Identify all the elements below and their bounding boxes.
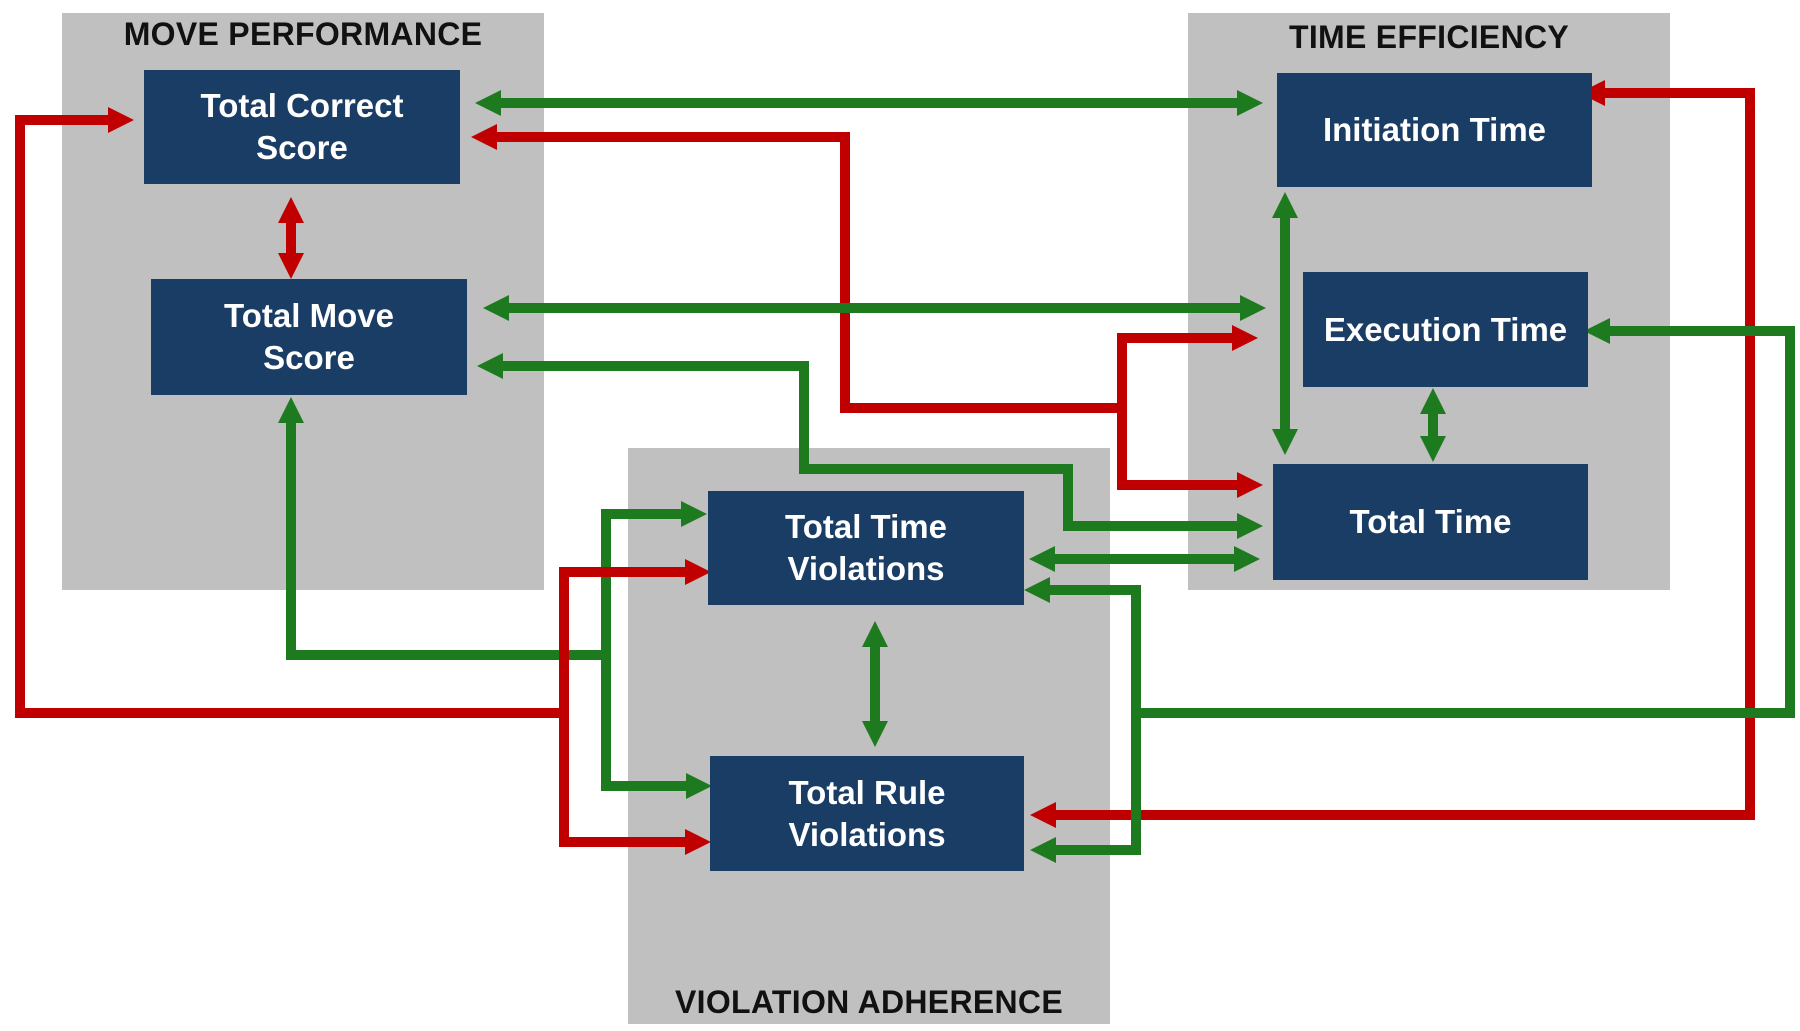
node-total-time-violations: Total Time Violations	[708, 491, 1024, 605]
node-initiation-time: Initiation Time	[1277, 73, 1592, 187]
node-total-correct-score: Total Correct Score	[144, 70, 460, 184]
group-title-move-performance: MOVE PERFORMANCE	[123, 16, 483, 52]
node-total-time: Total Time	[1273, 464, 1588, 580]
group-title-violation-adherence: VIOLATION ADHERENCE	[675, 984, 1063, 1020]
node-total-move-score: Total Move Score	[151, 279, 467, 395]
node-total-rule-violations: Total Rule Violations	[710, 756, 1024, 871]
node-execution-time: Execution Time	[1303, 272, 1588, 387]
arrow-correct-to-time-red	[471, 124, 1117, 413]
group-title-time-efficiency: TIME EFFICIENCY	[1288, 19, 1570, 55]
